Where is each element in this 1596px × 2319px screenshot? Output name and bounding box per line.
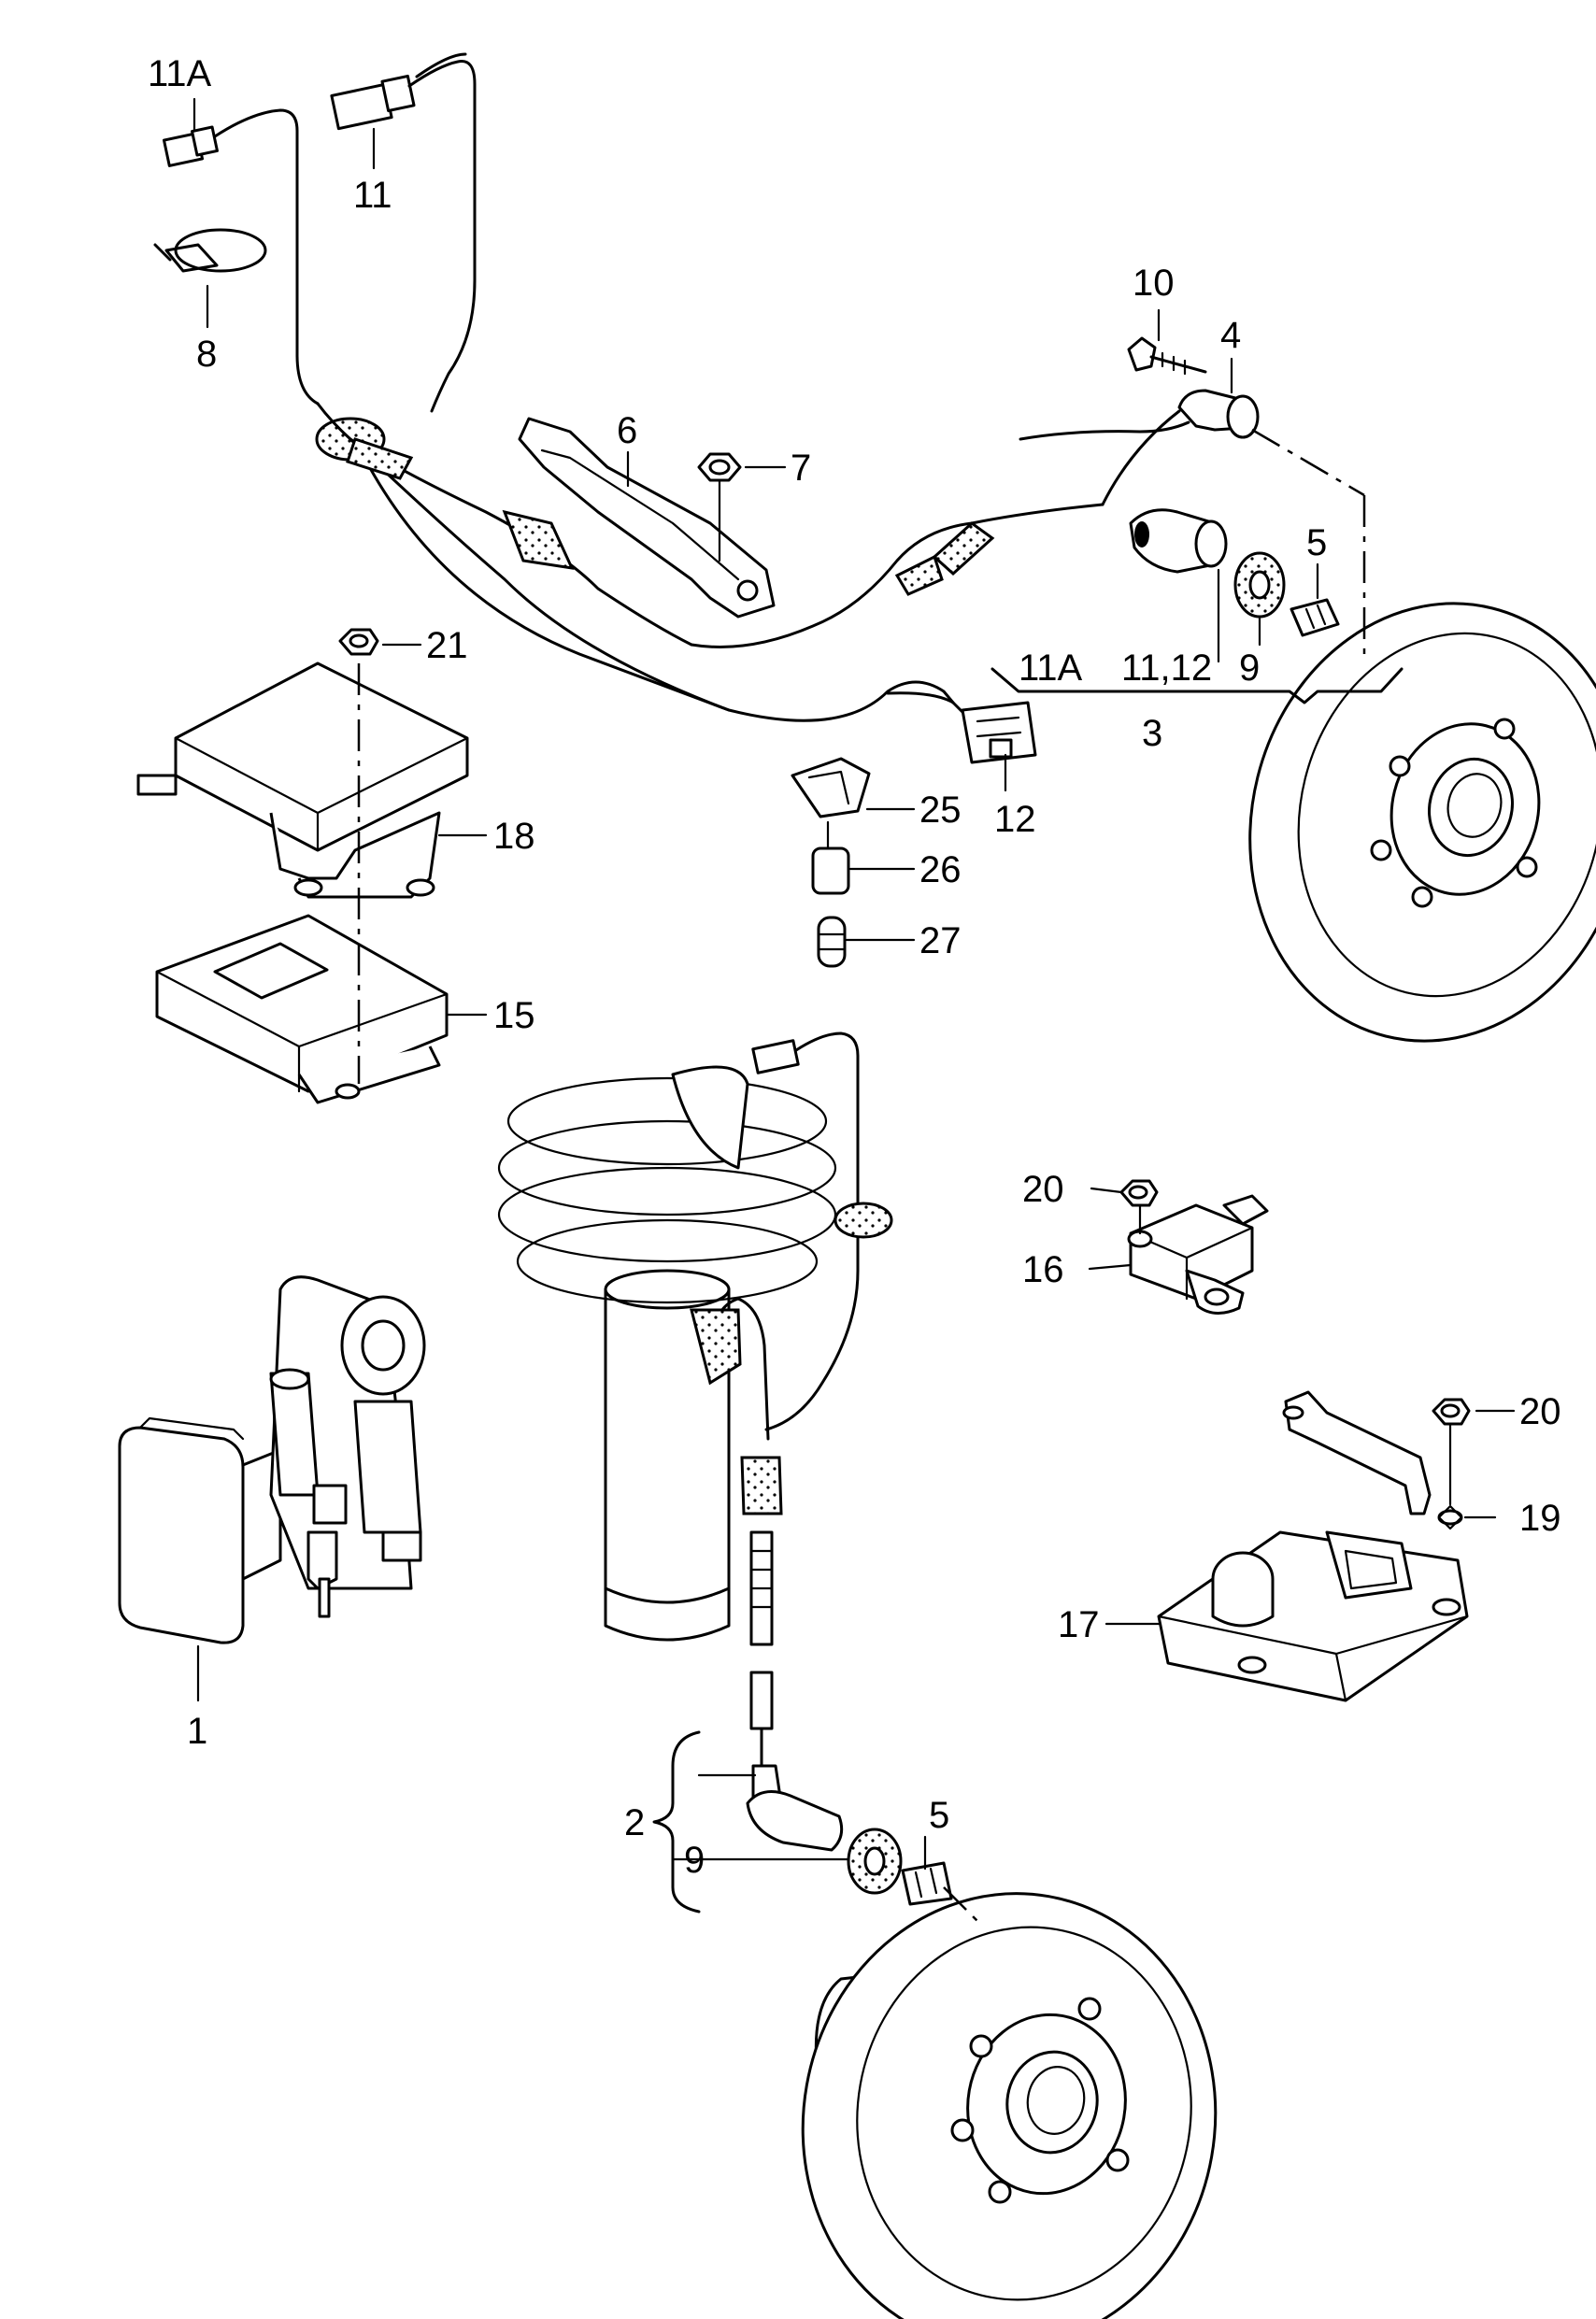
callout-5-bottom: 5 bbox=[929, 1795, 949, 1836]
harness-bracket-part-6 bbox=[518, 417, 776, 619]
callout-5-top: 5 bbox=[1306, 522, 1327, 563]
callout-10: 10 bbox=[1133, 263, 1175, 304]
callout-11A-top: 11A bbox=[148, 53, 212, 94]
group-bracket-part-3 bbox=[990, 667, 1404, 704]
callout-9-bottom: 9 bbox=[684, 1840, 705, 1881]
bushing-part-5-top-icon bbox=[1290, 598, 1340, 637]
callout-3: 3 bbox=[1142, 713, 1162, 754]
callout-16: 16 bbox=[1022, 1249, 1064, 1290]
callout-27: 27 bbox=[919, 920, 962, 961]
callout-19: 19 bbox=[1519, 1498, 1561, 1539]
callout-18: 18 bbox=[493, 816, 535, 857]
cable-tie-part-8-icon bbox=[153, 228, 267, 273]
callout-11A-group: 11A bbox=[1019, 647, 1083, 689]
callout-6: 6 bbox=[617, 410, 637, 451]
callout-2: 2 bbox=[624, 1802, 645, 1843]
control-unit-part-18-icon bbox=[136, 662, 469, 899]
callout-1: 1 bbox=[187, 1711, 207, 1752]
callout-11-12: 11,12 bbox=[1121, 647, 1212, 689]
nut-part-21-icon bbox=[338, 628, 379, 656]
rubber-grommet-part-9-bottom-icon bbox=[847, 1828, 903, 1895]
connector-part-12-icon bbox=[961, 701, 1037, 764]
sleeve-part-26-icon bbox=[811, 820, 850, 895]
callout-25: 25 bbox=[919, 790, 962, 831]
callout-20-lower: 20 bbox=[1519, 1391, 1561, 1432]
callout-labels: 11A 11 8 10 4 6 7 5 9 11A 11,12 3 12 25 … bbox=[148, 53, 1561, 1881]
group-bracket-part-2 bbox=[652, 1730, 701, 1914]
washer-part-19-indicator bbox=[1437, 1504, 1463, 1530]
hydraulic-unit-part-1-icon bbox=[118, 1275, 426, 1644]
front-brake-disc-icon bbox=[1248, 602, 1596, 1043]
sensor-part-16-icon bbox=[1127, 1194, 1269, 1315]
clip-part-27-icon bbox=[817, 916, 847, 968]
rear-sensor-harness-part-2 bbox=[690, 1031, 893, 1852]
nut-part-20-upper-icon bbox=[1119, 1179, 1159, 1235]
callout-21: 21 bbox=[426, 625, 468, 666]
wiring-harness-part-3 bbox=[162, 52, 1190, 722]
nut-part-7-icon bbox=[697, 452, 742, 562]
callout-12: 12 bbox=[994, 799, 1036, 840]
callout-26: 26 bbox=[919, 849, 962, 890]
clip-part-25-icon bbox=[791, 757, 871, 818]
bolt-part-10-icon bbox=[1127, 336, 1207, 376]
harness-sleeve-icon bbox=[502, 509, 575, 570]
nut-part-20-lower-icon bbox=[1432, 1398, 1471, 1526]
callout-15: 15 bbox=[493, 995, 535, 1036]
rubber-grommet-part-9-top-icon bbox=[1233, 551, 1286, 619]
sensor-part-17-icon bbox=[1157, 1530, 1469, 1702]
connector-11-icon bbox=[330, 52, 477, 413]
bushing-part-5-bottom-icon bbox=[901, 1861, 953, 1906]
wheel-speed-sensor-part-4 bbox=[1101, 389, 1365, 506]
suspension-strut-icon bbox=[497, 1065, 837, 1642]
sensor-plug-part-11-12-icon bbox=[1129, 508, 1228, 574]
connector-11A-icon bbox=[162, 108, 320, 405]
callout-20-upper: 20 bbox=[1022, 1169, 1064, 1210]
callout-7: 7 bbox=[791, 448, 811, 489]
callout-11: 11 bbox=[353, 175, 392, 216]
rear-brake-disc-icon bbox=[801, 1892, 1218, 2319]
bracket-part-19-icon bbox=[1282, 1390, 1432, 1515]
leader-lines bbox=[192, 97, 1516, 1871]
callout-4: 4 bbox=[1220, 315, 1241, 356]
callout-9-top: 9 bbox=[1239, 647, 1260, 689]
callout-17: 17 bbox=[1058, 1604, 1100, 1645]
control-unit-part-15-icon bbox=[155, 914, 449, 1104]
callout-8: 8 bbox=[196, 334, 217, 375]
